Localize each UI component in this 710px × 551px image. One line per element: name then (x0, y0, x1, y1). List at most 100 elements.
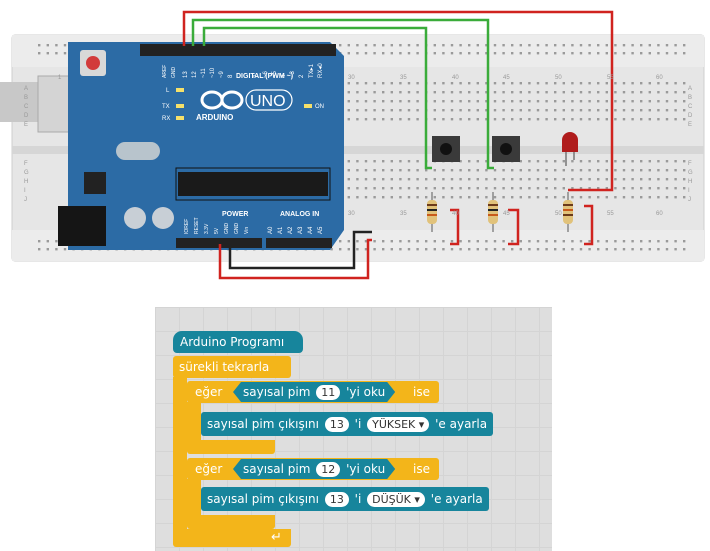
col-number-top-50: 50 (555, 75, 562, 81)
write-pin-input-1[interactable]: 13 (324, 417, 349, 432)
digital-read-label-2: sayısal pim (243, 462, 311, 476)
col-number-top-35: 35 (400, 75, 407, 81)
row-letter-left-D: D (24, 113, 29, 119)
col-number-bottom-35: 35 (400, 211, 407, 217)
reset-button-cap[interactable] (86, 56, 100, 70)
analog-pin-label-A2: A2 (288, 226, 294, 234)
row-letter-right-J: J (688, 197, 691, 203)
regulator (84, 172, 106, 194)
col-number-bottom-40: 40 (452, 211, 459, 217)
arduino-board (68, 42, 344, 250)
row-letter-right-I: I (688, 188, 690, 194)
col-number-top-1: 1 (58, 75, 62, 81)
dropdown-arrow-icon-1: ▾ (418, 418, 425, 431)
digital-pin-label-9: ~9 (219, 70, 225, 78)
digital-write-block-2[interactable]: sayısal pim çıkışını 13 'i DÜŞÜK ▾ 'e ay… (201, 487, 489, 511)
power-pin-label-vin: Vin (244, 227, 250, 234)
power-label: POWER (222, 211, 248, 218)
row-letter-left-J: J (24, 197, 27, 203)
digital-pin-label-11: ~11 (201, 68, 207, 78)
write-pin-input-2[interactable]: 13 (324, 492, 349, 507)
if-label-2: eğer (195, 462, 223, 476)
breadboard-center-channel (12, 146, 704, 154)
rx-label: RX (162, 116, 170, 122)
power-pin-label-gnd: GND (234, 223, 240, 235)
col-number-bottom-30: 30 (348, 211, 355, 217)
resistor-2 (488, 192, 498, 232)
wire-red-5v (218, 238, 372, 280)
write-value-2: DÜŞÜK (372, 493, 411, 506)
block-editor: Arduino Programı sürekli tekrarla ↵ eğer… (155, 307, 552, 551)
chip-socket (175, 167, 331, 201)
row-letter-left-E: E (24, 122, 28, 128)
wire-red-jumper-3 (584, 204, 594, 246)
loop-arrow-icon: ↵ (271, 530, 282, 545)
usb-connector (0, 82, 38, 122)
analog-pin-label-A4: A4 (308, 226, 314, 234)
write-mid-1: 'i (354, 417, 362, 431)
wire-green-pin11-to-button1 (202, 26, 432, 170)
program-hat-block[interactable]: Arduino Programı (173, 331, 303, 353)
digital-write-block-1[interactable]: sayısal pim çıkışını 13 'i YÜKSEK ▾ 'e a… (201, 412, 494, 436)
program-hat-label: Arduino Programı (180, 335, 285, 349)
col-number-top-45: 45 (503, 75, 510, 81)
read-pin-input-2[interactable]: 12 (316, 462, 340, 477)
write-value-dropdown-2[interactable]: DÜŞÜK ▾ (367, 492, 425, 507)
capacitor-2 (152, 207, 174, 229)
l-label: L (166, 88, 170, 94)
uno-outline (245, 89, 293, 111)
wire-red-jumper-1 (450, 208, 460, 246)
row-letter-right-E: E (688, 122, 692, 128)
analog-pin-label-A0: A0 (268, 226, 274, 234)
digital-read-block-2[interactable]: sayısal pim 12 'yi oku (233, 459, 395, 479)
read-suffix-2: 'yi oku (346, 462, 386, 476)
row-letter-right-B: B (688, 95, 692, 101)
if-body-2 (187, 479, 201, 519)
capacitor-1 (124, 207, 146, 229)
dropdown-arrow-icon-2: ▾ (414, 493, 420, 506)
then-label-2: ise (413, 462, 430, 476)
led-on (304, 104, 312, 108)
aref-label: AREF (162, 65, 168, 78)
digital-pin-label-7: 7 (254, 74, 260, 78)
digital-label: DIGITAL (PWM ~) (236, 73, 293, 80)
if-footer-1 (187, 440, 275, 454)
analog-pin-label-A5: A5 (318, 226, 324, 234)
wire-red-jumper-2 (508, 208, 520, 246)
arduino-logo-right (220, 90, 244, 110)
wire-green-pin12-to-button2 (191, 18, 494, 170)
power-pin-label-33v: 3.3V (204, 223, 210, 234)
row-letter-left-A: A (24, 86, 28, 92)
digital-read-label-1: sayısal pim (243, 385, 311, 399)
write-value-1: YÜKSEK (372, 418, 416, 431)
led-tx (176, 104, 184, 108)
digital-pin-label-6: ~6 (263, 70, 269, 78)
col-number-top-55: 55 (607, 75, 614, 81)
digital-write-label-1: sayısal pim çıkışını (207, 417, 319, 431)
red-led (562, 132, 578, 152)
pushbutton-1-cap[interactable] (440, 143, 452, 155)
if-label-1: eğer (195, 385, 223, 399)
analog-header (266, 238, 332, 248)
analog-pin-label-A3: A3 (298, 226, 304, 234)
row-letter-right-C: C (688, 104, 693, 110)
digital-read-block-1[interactable]: sayısal pim 11 'yi oku (233, 382, 395, 402)
analog-label: ANALOG IN (280, 211, 319, 218)
row-letter-right-F: F (688, 161, 692, 167)
forever-loop-body (173, 377, 187, 532)
read-suffix-1: 'yi oku (346, 385, 386, 399)
resistor-3 (563, 192, 573, 232)
write-suffix-2: 'e ayarla (430, 492, 483, 506)
col-number-top-30: 30 (348, 75, 355, 81)
write-value-dropdown-1[interactable]: YÜKSEK ▾ (367, 417, 430, 432)
resistor-1 (427, 192, 437, 232)
read-pin-input-1[interactable]: 11 (316, 385, 340, 400)
digital-pin-label-tx: TX▸1 (309, 63, 315, 78)
pushbutton-2-cap[interactable] (500, 143, 512, 155)
power-pin-label-gnd: GND (224, 223, 230, 235)
digital-pin-label-13: 13 (183, 71, 189, 78)
row-letter-left-I: I (24, 188, 26, 194)
forever-loop-block[interactable]: sürekli tekrarla (173, 356, 291, 378)
